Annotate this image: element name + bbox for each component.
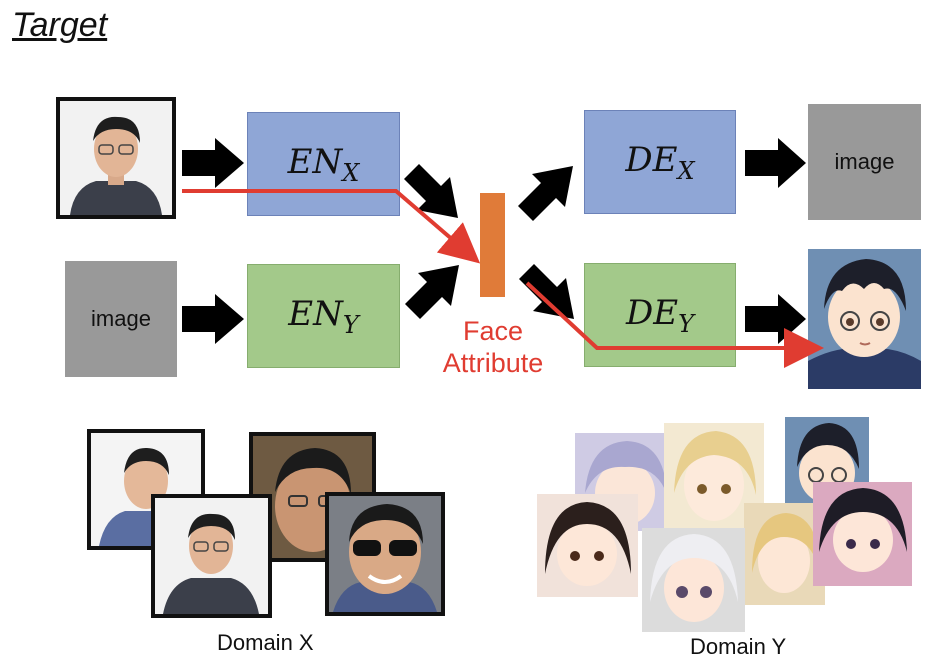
arrow-decoder-x-to-image [745, 138, 806, 188]
image-placeholder-left: image [65, 261, 177, 377]
domain-y-anime-4 [537, 494, 638, 597]
arrow-encoder-x-to-attribute [404, 164, 458, 218]
input-face-photo [56, 97, 176, 219]
encoder-y-label: ENY [288, 293, 359, 339]
image-placeholder-right-label: image [834, 149, 895, 174]
arrow-attribute-to-decoder-x [518, 166, 573, 221]
face-attribute-label: Face Attribute [442, 316, 544, 378]
arrow-decoder-y-to-output [745, 294, 806, 344]
decoder-x-box: DEX [584, 110, 736, 214]
domain-x-photo-4 [325, 492, 445, 616]
domain-y-anime-5 [744, 503, 825, 605]
domain-y-anime-6 [813, 482, 912, 586]
decoder-x-label: DEX [625, 139, 695, 185]
domain-y-anime-7 [642, 528, 745, 632]
encoder-x-box: ENX [247, 112, 400, 216]
arrow-placeholder-to-encoder-y [182, 294, 244, 344]
domain-y-anime-2 [664, 423, 764, 533]
domain-x-label: Domain X [217, 630, 314, 655]
output-anime-face [808, 249, 921, 389]
image-placeholder-right: image [808, 104, 921, 220]
arrow-encoder-y-to-attribute [405, 265, 459, 319]
encoder-x-label: ENX [287, 141, 360, 187]
face-attribute-vector [480, 193, 505, 297]
domain-x-photo-3 [151, 494, 272, 618]
page-title: Target [12, 6, 108, 44]
decoder-y-label: DEY [626, 292, 694, 338]
encoder-y-box: ENY [247, 264, 400, 368]
arrow-input-to-encoder-x [182, 138, 244, 188]
anime-face-illustration [808, 249, 921, 389]
arrow-attribute-to-decoder-y [519, 264, 574, 319]
domain-y-label: Domain Y [690, 634, 787, 659]
decoder-y-box: DEY [584, 263, 736, 367]
image-placeholder-left-label: image [91, 306, 151, 331]
real-face-illustration [60, 101, 172, 215]
